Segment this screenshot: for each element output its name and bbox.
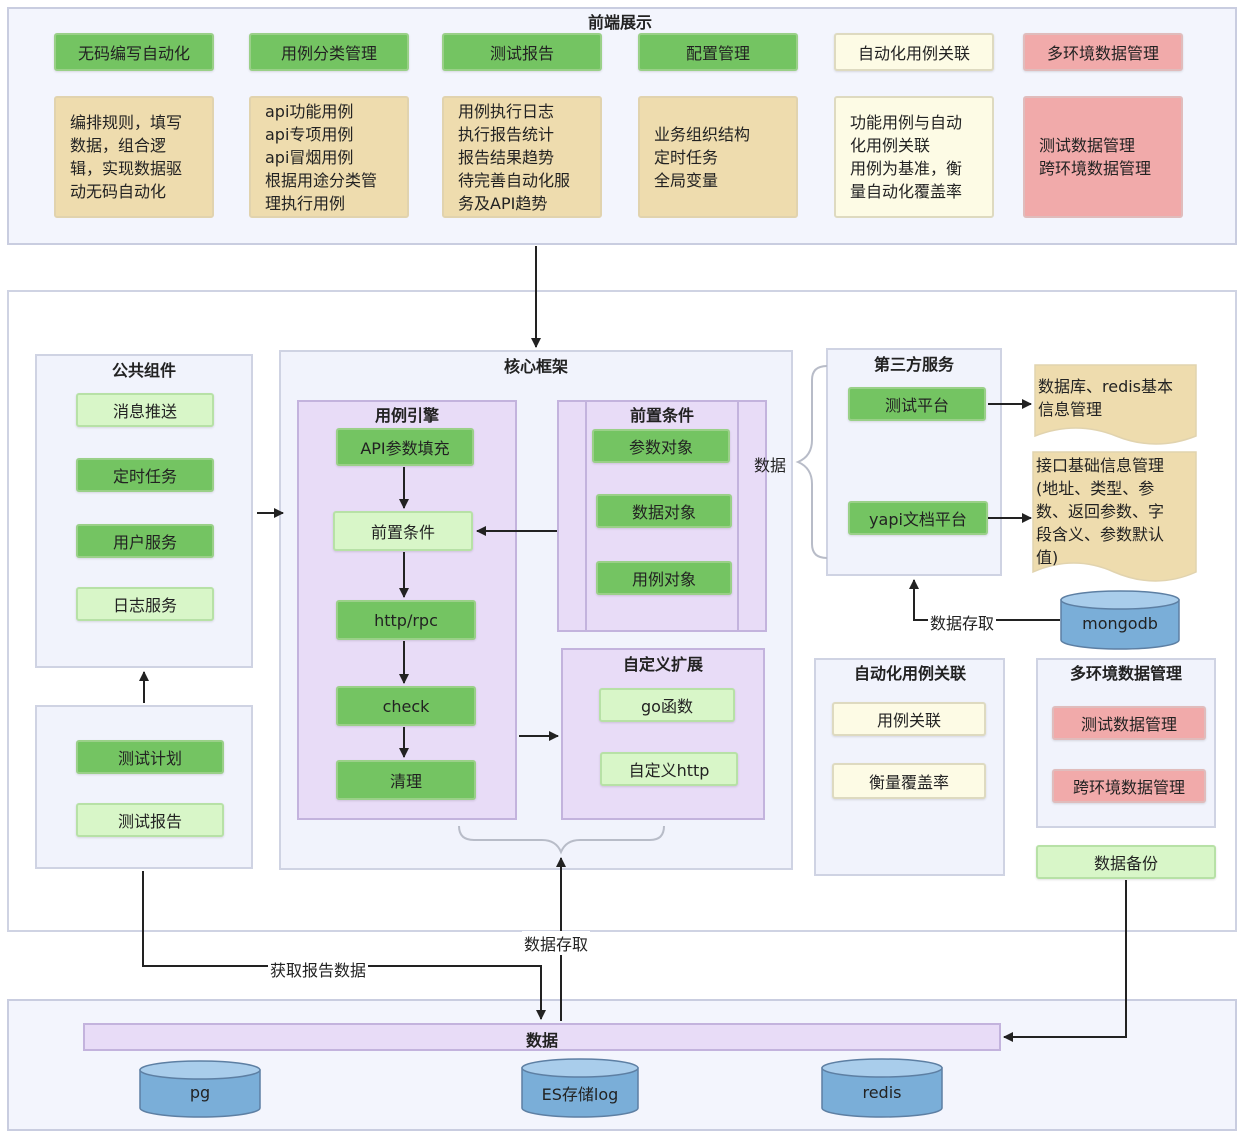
frontend-header-test-report[interactable]: 测试报告 [442, 33, 602, 71]
frontend-title: 前端展示 [587, 13, 652, 32]
brace-third [795, 365, 828, 559]
mongodb-label: mongodb [1082, 614, 1158, 633]
plan-panel [35, 705, 253, 869]
common-item-log-service[interactable]: 日志服务 [76, 587, 214, 621]
report-data-label: 获取报告数据 [268, 957, 369, 981]
precondition-item-data-object[interactable]: 数据对象 [596, 494, 732, 528]
doc-db-redis-text: 数据库、redis基本 信息管理 [1038, 377, 1174, 419]
engine-step-cleanup[interactable]: 清理 [336, 760, 476, 800]
multi-item-test-data[interactable]: 测试数据管理 [1052, 706, 1206, 740]
data-title: 数据 [525, 1031, 558, 1050]
doc-interface-info [1032, 451, 1197, 582]
assoc-item-case-link[interactable]: 用例关联 [832, 702, 986, 736]
third-item-test-platform[interactable]: 测试平台 [848, 387, 986, 421]
third-item-yapi-platform[interactable]: yapi文档平台 [848, 501, 988, 535]
engine-step-check[interactable]: check [336, 686, 476, 726]
engine-step-api-param-fill[interactable]: API参数填充 [336, 428, 474, 466]
core-title: 核心框架 [503, 357, 568, 376]
engine-step-precondition[interactable]: 前置条件 [333, 511, 473, 551]
data-access-label: 数据存取 [522, 931, 591, 955]
multi-backup[interactable]: 数据备份 [1036, 845, 1216, 879]
redis-label: redis [862, 1083, 902, 1102]
engine-title: 用例引擎 [374, 406, 439, 425]
precondition-divider-left [585, 402, 587, 630]
frontend-note-test-report: 用例执行日志 执行报告统计 报告结果趋势 待完善自动化服 务及API趋势 [442, 96, 602, 218]
frontend-note-case-category: api功能用例 api专项用例 api冒烟用例 根据用途分类管 理执行用例 [249, 96, 409, 218]
third-data-label: 数据 [754, 456, 787, 475]
common-item-message-push[interactable]: 消息推送 [76, 393, 214, 427]
arrow-plan-data [142, 871, 546, 1020]
es-label: ES存储log [541, 1085, 619, 1104]
precondition-item-param-object[interactable]: 参数对象 [592, 429, 730, 463]
cylinder-redis [821, 1058, 943, 1118]
cylinder-pg [139, 1060, 261, 1118]
extension-panel [561, 648, 765, 820]
multi-item-cross-env[interactable]: 跨环境数据管理 [1052, 769, 1206, 803]
cylinder-mongodb [1060, 590, 1180, 650]
doc-db-redis [1034, 364, 1197, 445]
frontend-note-multi-env: 测试数据管理 跨环境数据管理 [1023, 96, 1183, 218]
arrow-backup-data [1003, 880, 1127, 1042]
precondition-title: 前置条件 [629, 406, 694, 425]
assoc-item-coverage[interactable]: 衡量覆盖率 [832, 763, 986, 799]
arrow-mongodb-third [909, 579, 1060, 621]
multi-title: 多环境数据管理 [1069, 664, 1182, 683]
precondition-divider-right [737, 402, 739, 630]
frontend-header-multi-env[interactable]: 多环境数据管理 [1023, 33, 1183, 71]
plan-item-test-plan[interactable]: 测试计划 [76, 740, 224, 774]
extension-item-custom-http[interactable]: 自定义http [600, 752, 738, 786]
common-item-scheduled-task[interactable]: 定时任务 [76, 458, 214, 492]
brace-core-bottom [458, 825, 665, 855]
common-title: 公共组件 [111, 361, 176, 380]
pg-label: pg [189, 1083, 211, 1102]
frontend-header-config[interactable]: 配置管理 [638, 33, 798, 71]
frontend-note-nocode: 编排规则，填写 数据，组合逻 辑，实现数据驱 动无码自动化 [54, 96, 214, 218]
frontend-note-config: 业务组织结构 定时任务 全局变量 [638, 96, 798, 218]
data-bar [83, 1023, 1001, 1051]
frontend-note-case-assoc: 功能用例与自动 化用例关联 用例为基准，衡 量自动化覆盖率 [834, 96, 994, 218]
third-title: 第三方服务 [873, 355, 954, 374]
third-panel [826, 348, 1002, 576]
precondition-item-case-object[interactable]: 用例对象 [596, 561, 732, 595]
cylinder-es [521, 1058, 639, 1118]
doc-interface-info-text: 接口基础信息管理 (地址、类型、参 数、返回参数、字 段含义、参数默认 值) [1036, 456, 1165, 567]
engine-step-http-rpc[interactable]: http/rpc [336, 600, 476, 640]
mongodb-access-label: 数据存取 [928, 610, 997, 634]
plan-item-test-report[interactable]: 测试报告 [76, 803, 224, 837]
frontend-header-case-assoc[interactable]: 自动化用例关联 [834, 33, 994, 71]
frontend-header-case-category[interactable]: 用例分类管理 [249, 33, 409, 71]
assoc-title: 自动化用例关联 [853, 664, 966, 683]
frontend-header-nocode[interactable]: 无码编写自动化 [54, 33, 214, 71]
common-item-user-service[interactable]: 用户服务 [76, 524, 214, 558]
extension-item-go-func[interactable]: go函数 [599, 688, 735, 722]
extension-title: 自定义扩展 [622, 655, 703, 674]
